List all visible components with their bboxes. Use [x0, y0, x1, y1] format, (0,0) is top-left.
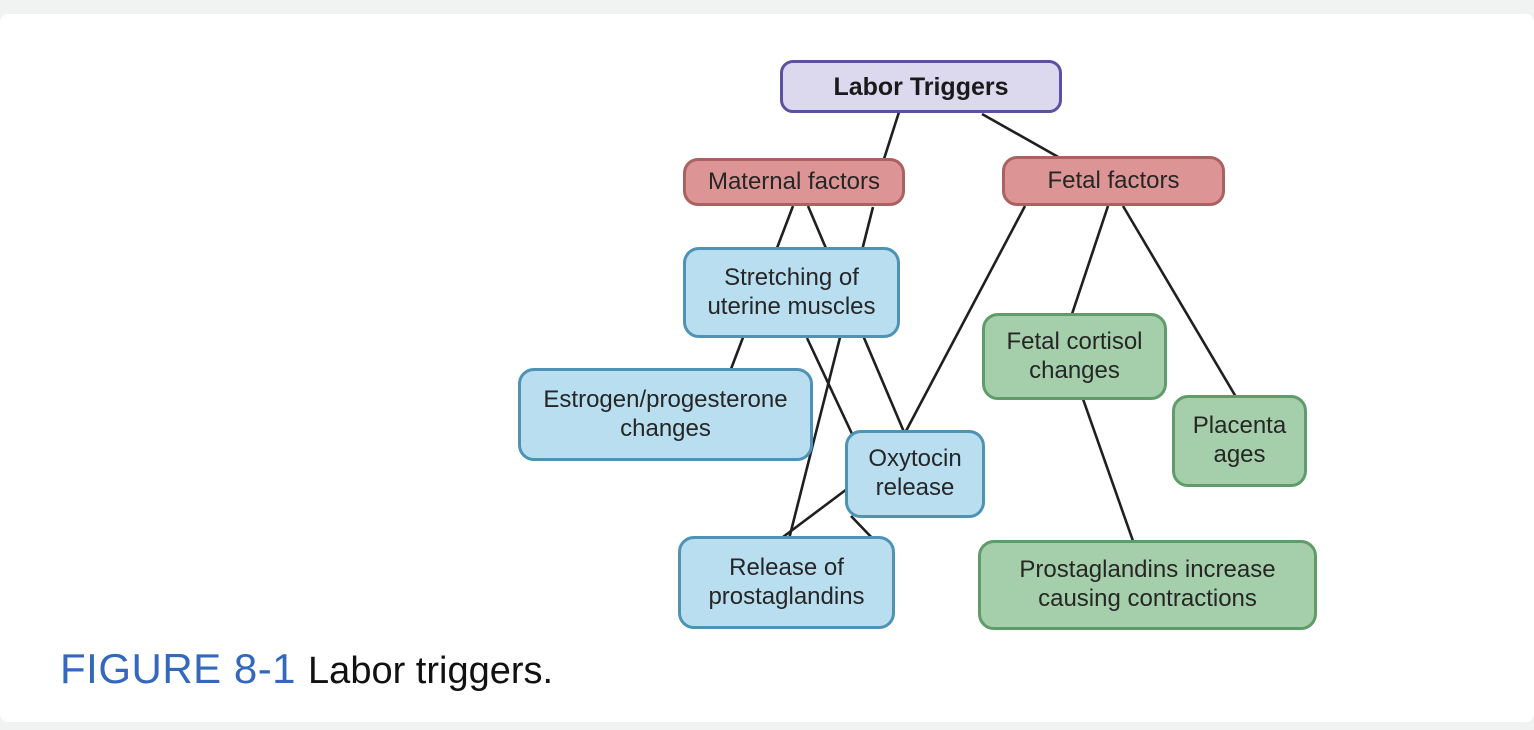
node-release-label: Release of prostaglandins	[708, 553, 865, 610]
edge-fetal-placenta	[1121, 205, 1238, 398]
figure-caption: FIGURE 8-1 Labor triggers.	[60, 645, 553, 693]
node-stretching-label: Stretching of uterine muscles	[707, 263, 876, 320]
edge-fetal-cortisol	[1070, 205, 1110, 315]
node-placenta-label: Placenta ages	[1192, 412, 1287, 468]
edge-cortisol-prostaglandins	[1081, 398, 1135, 542]
node-maternal-factors-label: Maternal factors	[707, 167, 881, 195]
node-release-of-prostaglandins: Release of prostaglandins	[678, 536, 895, 629]
node-maternal-factors: Maternal factors	[683, 158, 905, 206]
edge-stretching-oxytocin	[805, 337, 855, 437]
node-labor-triggers: Labor Triggers	[780, 60, 1062, 113]
node-estrogen-label: Estrogen/progesterone changes	[543, 385, 788, 442]
node-prostaglandins-increase: Prostaglandins increase causing contract…	[978, 540, 1317, 630]
node-fetal-factors-label: Fetal factors	[1047, 166, 1180, 194]
edge-labor-fetal	[981, 112, 1061, 160]
node-oxytocin-label: Oxytocin release	[868, 445, 962, 501]
node-stretching-uterine-muscles: Stretching of uterine muscles	[683, 247, 900, 338]
figure-caption-link[interactable]: FIGURE 8-1	[60, 645, 297, 692]
node-placenta-ages: Placenta ages	[1172, 395, 1307, 487]
node-labor-triggers-label: Labor Triggers	[833, 72, 1009, 101]
edge-labor-maternal	[882, 111, 901, 160]
node-fetal-factors: Fetal factors	[1002, 156, 1225, 206]
node-prostaglandins-label: Prostaglandins increase causing contract…	[1019, 556, 1276, 612]
node-fetal-cortisol-changes: Fetal cortisol changes	[982, 313, 1167, 400]
figure-caption-text: Labor triggers.	[308, 650, 554, 692]
edge-oxytocin-release-a	[778, 487, 848, 542]
node-cortisol-label: Fetal cortisol changes	[1006, 327, 1143, 384]
node-oxytocin-release: Oxytocin release	[845, 430, 985, 518]
node-estrogen-progesterone-changes: Estrogen/progesterone changes	[518, 368, 813, 461]
edge-fetal-oxytocin	[904, 205, 1027, 432]
